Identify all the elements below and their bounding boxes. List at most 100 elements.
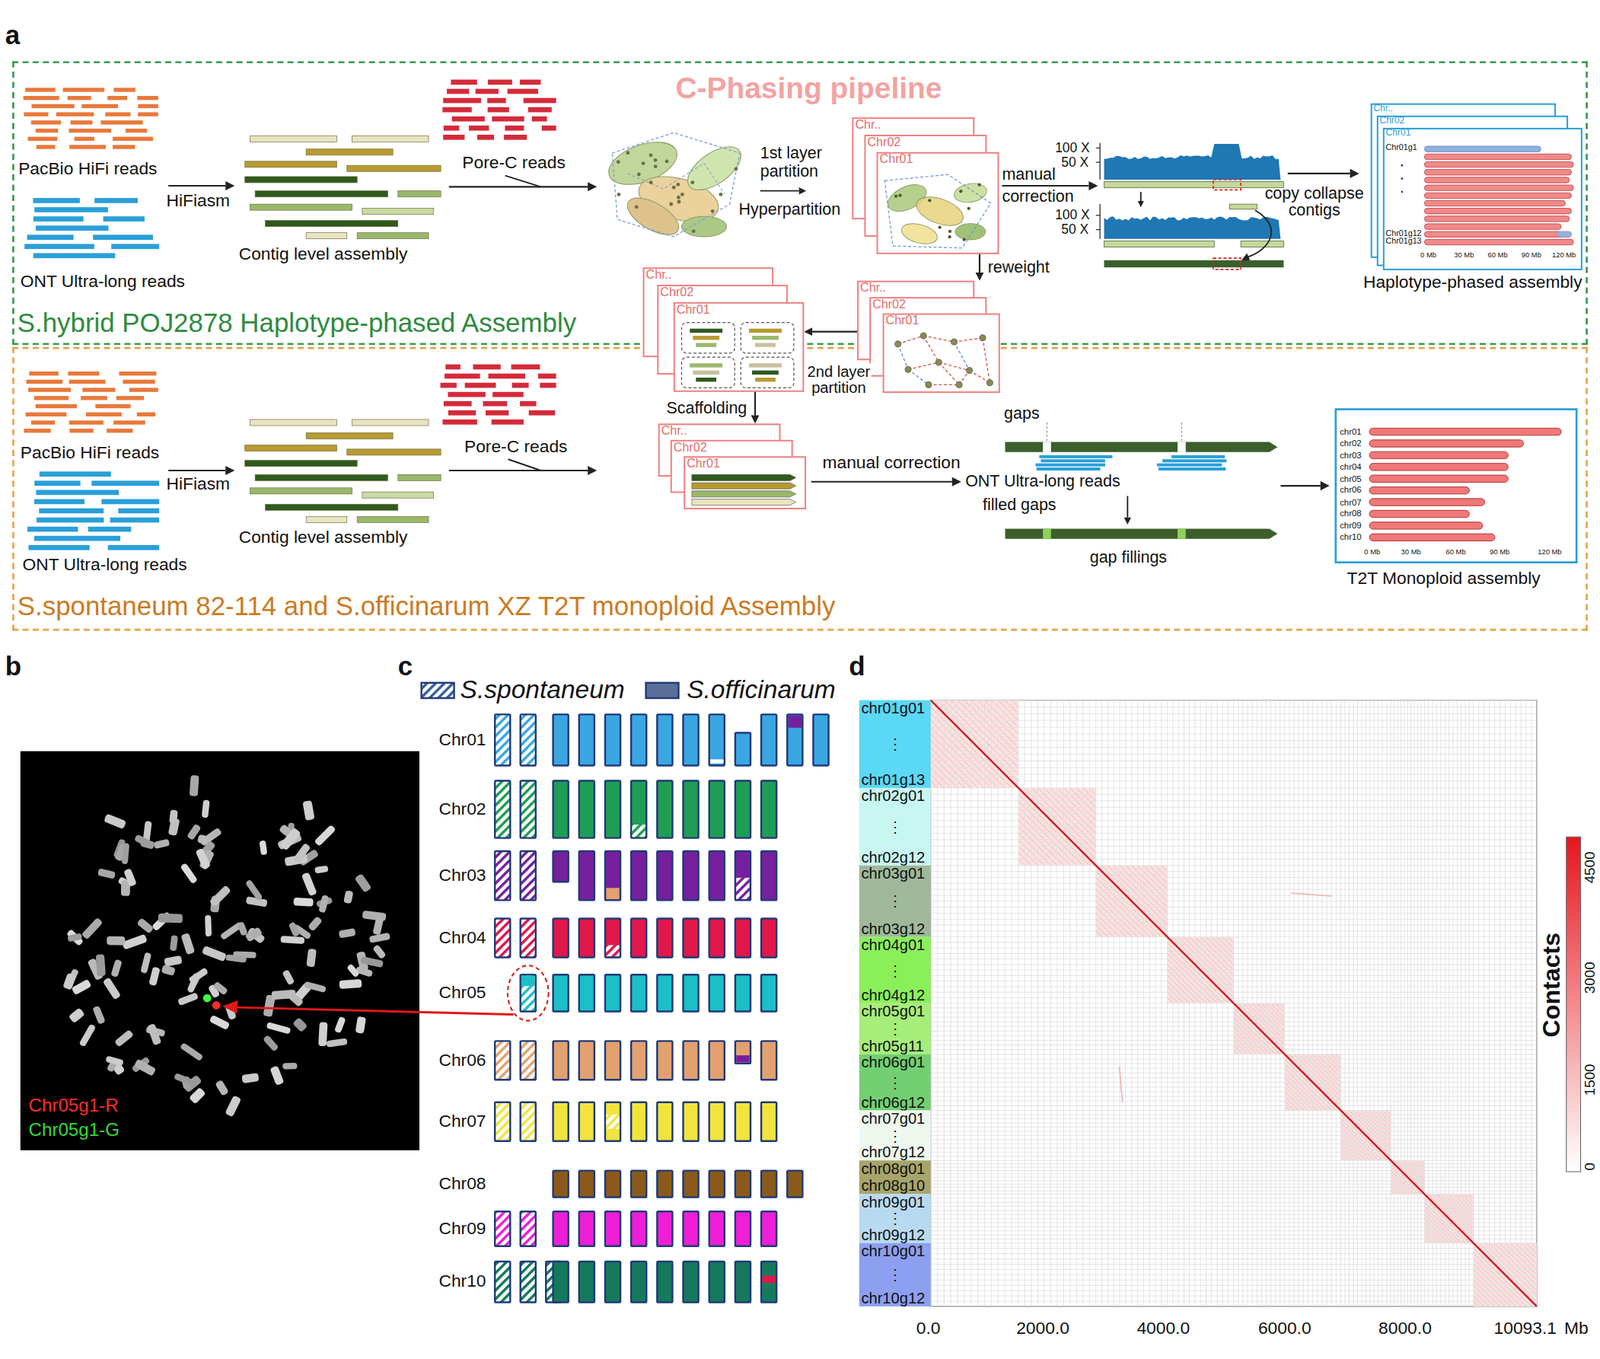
contact-signal (1058, 821, 1063, 826)
contact-signal (1290, 1087, 1293, 1091)
contact-signal (1096, 914, 1101, 918)
contact-signal (931, 714, 937, 720)
contact-signal (1126, 878, 1131, 883)
contact-signal (1375, 1115, 1378, 1118)
grid-line (1256, 700, 1258, 1307)
line-shape (1096, 229, 1100, 230)
contig-bar (254, 191, 388, 198)
contact-signal (1398, 1178, 1400, 1180)
contact-signal (1217, 943, 1222, 947)
contact-signal (1168, 981, 1173, 986)
chromosome-bar (1369, 474, 1508, 482)
contact-signal (1395, 1161, 1397, 1164)
contig-bar (398, 474, 441, 481)
contact-signal (1064, 853, 1070, 858)
contact-signal (1212, 959, 1217, 964)
read-bar (31, 104, 74, 109)
contact-signal (1083, 821, 1089, 826)
arrow-head (225, 465, 235, 475)
contact-signal (1304, 1106, 1307, 1110)
contact-signal (1229, 981, 1234, 986)
contact-signal (992, 714, 998, 720)
contact-signal (1201, 998, 1206, 1003)
contact-signal (1267, 1017, 1270, 1020)
contact-signal (1229, 993, 1234, 998)
chromosome-bar (709, 713, 725, 765)
contact-signal (1276, 1003, 1279, 1007)
read-bar (487, 98, 506, 104)
chromosome-bar (683, 974, 699, 1011)
contact-signal (978, 768, 984, 774)
chromosome-bar (494, 918, 510, 958)
haplotype-bar (1424, 177, 1569, 183)
contact-signal (1479, 1296, 1483, 1300)
contact-signal (1012, 755, 1017, 760)
contact-signal (1470, 1195, 1473, 1198)
contact-signal (1441, 1239, 1444, 1243)
contact-signal (1466, 1219, 1469, 1222)
contact-signal (1190, 998, 1195, 1003)
contact-signal (1470, 1231, 1473, 1234)
grid-line (1331, 700, 1333, 1307)
contact-signal (1313, 1087, 1317, 1091)
contact-signal (999, 781, 1004, 787)
arrow-line (978, 254, 981, 273)
contact-signal (1358, 1123, 1361, 1126)
path-shape (691, 490, 797, 498)
contact-signal (1532, 1259, 1536, 1263)
read-bar (512, 382, 530, 389)
contact-signal (1304, 1102, 1307, 1105)
contact-signal (1005, 721, 1011, 727)
chromosome-bar (553, 974, 569, 1011)
contact-signal (1350, 1128, 1353, 1131)
card (877, 152, 999, 254)
contact-signal (1322, 1083, 1326, 1086)
arrow-line (1140, 191, 1142, 201)
contact-signal (1102, 895, 1107, 900)
chromosome-bar (735, 1040, 751, 1063)
contact-signal (1470, 1227, 1473, 1231)
circle-shape (641, 161, 646, 166)
rect-shape (1213, 258, 1241, 270)
contact-signal (1418, 1171, 1421, 1173)
contact-signal (1458, 1198, 1461, 1202)
contact-signal (1466, 1231, 1469, 1234)
contact-signal (1109, 895, 1113, 900)
contact-signal (1379, 1140, 1382, 1143)
contact-signal (1526, 1254, 1530, 1258)
coverage-area (1103, 216, 1281, 239)
contact-signal (1392, 1185, 1394, 1187)
contact-signal (972, 748, 977, 753)
read-bar (447, 392, 485, 398)
contact-signal (1379, 1131, 1382, 1135)
polygon-shape (884, 174, 991, 249)
contact-signal (1243, 1032, 1247, 1035)
contact-signal (1102, 884, 1107, 889)
grid-line (930, 1030, 1537, 1032)
contact-signal (1132, 889, 1137, 894)
contact-signal (931, 781, 937, 787)
contact-signal (978, 755, 984, 760)
contact-signal (1248, 1036, 1251, 1040)
contact-signal (1441, 1235, 1444, 1238)
contact-signal (1362, 1144, 1365, 1148)
assembly-chart: T2T Monoploid assembly (1334, 407, 1578, 590)
contact-signal (1195, 937, 1200, 942)
contact-signal (1490, 1290, 1494, 1295)
contact-signal (1026, 788, 1031, 794)
contact-signal (1383, 1136, 1387, 1139)
contact-signal (1345, 1156, 1349, 1160)
read-bar (101, 499, 160, 505)
contact-signal (1012, 768, 1017, 774)
contact-signal (1077, 827, 1083, 832)
contact-signal (1019, 860, 1024, 865)
contact-signal (952, 714, 957, 720)
contact-signal (1341, 1148, 1345, 1151)
contact-signal (1195, 987, 1200, 992)
contact-signal (1026, 801, 1031, 807)
contact-signal (1156, 931, 1161, 936)
contact-signal (1453, 1207, 1457, 1210)
contact-signal (1223, 976, 1228, 981)
contact-signal (1281, 1022, 1284, 1025)
contact-signal (1207, 959, 1212, 964)
